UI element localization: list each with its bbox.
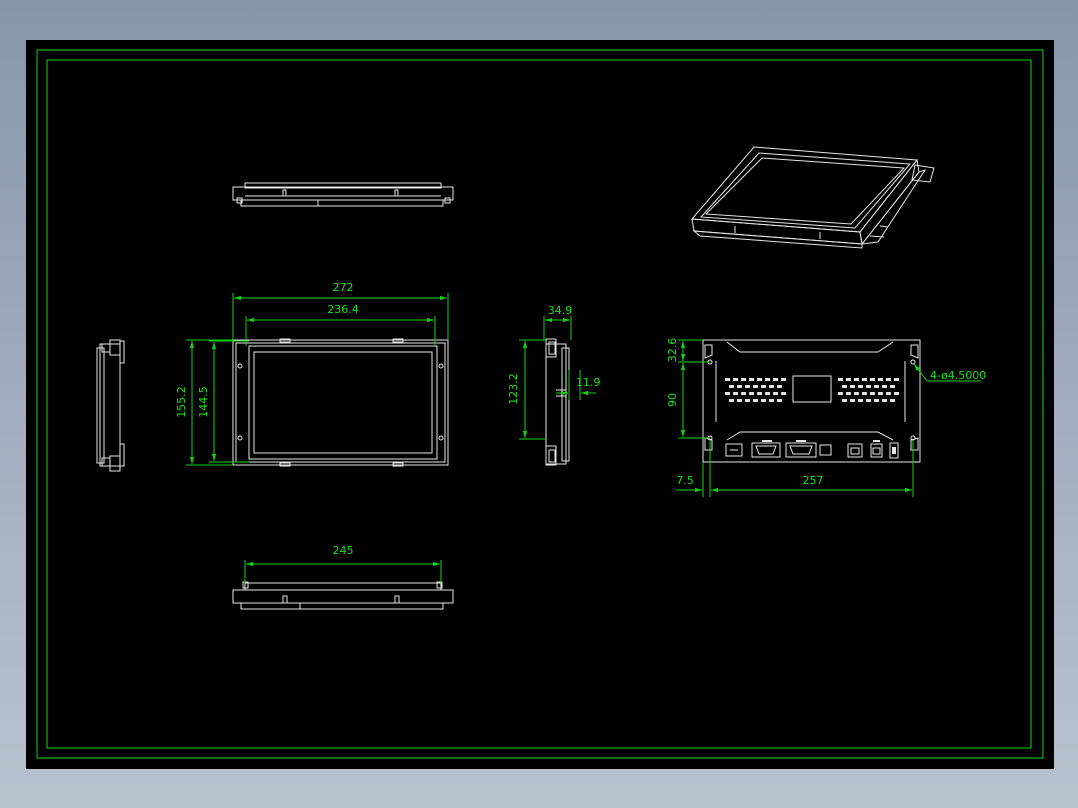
right-vent-grille — [838, 378, 899, 402]
right-side-view — [545, 338, 570, 466]
top-offset-label: 32.6 — [666, 338, 679, 363]
drawing-sheet: 245 272 236.4 — [26, 40, 1054, 769]
port-small — [819, 444, 832, 456]
rear-view — [702, 339, 921, 463]
io-connector-panel — [725, 440, 899, 459]
left-side-view — [96, 339, 125, 472]
side-height-dim: 123.2 — [507, 339, 546, 440]
rear-label-plate — [792, 375, 832, 403]
drawing-frame — [36, 49, 1044, 759]
rear-top-offset-dim: 32.6 — [666, 338, 710, 363]
depth-label: 34.9 — [548, 304, 573, 317]
bottom-view — [232, 581, 454, 610]
outer-border — [36, 49, 1044, 759]
rear-hole-vertical-dim: 90 — [666, 363, 710, 439]
front-overall-width-dim: 272 — [232, 281, 449, 340]
top-view — [232, 182, 454, 207]
display-height-label: 144.5 — [197, 386, 210, 418]
serial-port-1 — [751, 442, 781, 458]
side-depth-dim: 34.9 — [543, 304, 573, 340]
ethernet-port — [847, 443, 863, 458]
inner-border — [46, 59, 1032, 749]
hole-vertical-label: 90 — [666, 393, 679, 407]
overall-width-label: 272 — [333, 281, 354, 294]
front-view — [232, 338, 449, 467]
side-height-label: 123.2 — [507, 373, 520, 405]
left-vent-grille — [725, 378, 786, 402]
serial-port-2 — [785, 442, 817, 458]
bottom-width-label: 245 — [333, 544, 354, 557]
front-display-height-dim: 144.5 — [197, 340, 249, 463]
edge-offset-label: 7.5 — [676, 474, 694, 487]
display-width-label: 236.4 — [327, 303, 359, 316]
mounting-hole-callout: 4-ø4.5000 — [913, 363, 986, 382]
power-terminal — [725, 443, 743, 457]
cad-drawing: 245 272 236.4 — [36, 49, 1044, 759]
hole-horizontal-label: 257 — [803, 474, 824, 487]
side-offset-dim: 11.9 — [556, 370, 601, 400]
rear-edge-offset-dim: 7.5 — [676, 440, 711, 497]
offset-label: 11.9 — [576, 376, 601, 389]
bottom-width-dim: 245 — [244, 544, 442, 583]
mounting-hole-label: 4-ø4.5000 — [930, 369, 986, 382]
rear-hole-horizontal-dim: 257 — [711, 440, 914, 497]
isometric-view — [690, 146, 935, 249]
overall-height-label: 155.2 — [175, 386, 188, 418]
usb-port-vertical — [889, 442, 899, 459]
front-overall-height-dim: 155.2 — [175, 339, 233, 466]
usb-port — [870, 443, 883, 458]
